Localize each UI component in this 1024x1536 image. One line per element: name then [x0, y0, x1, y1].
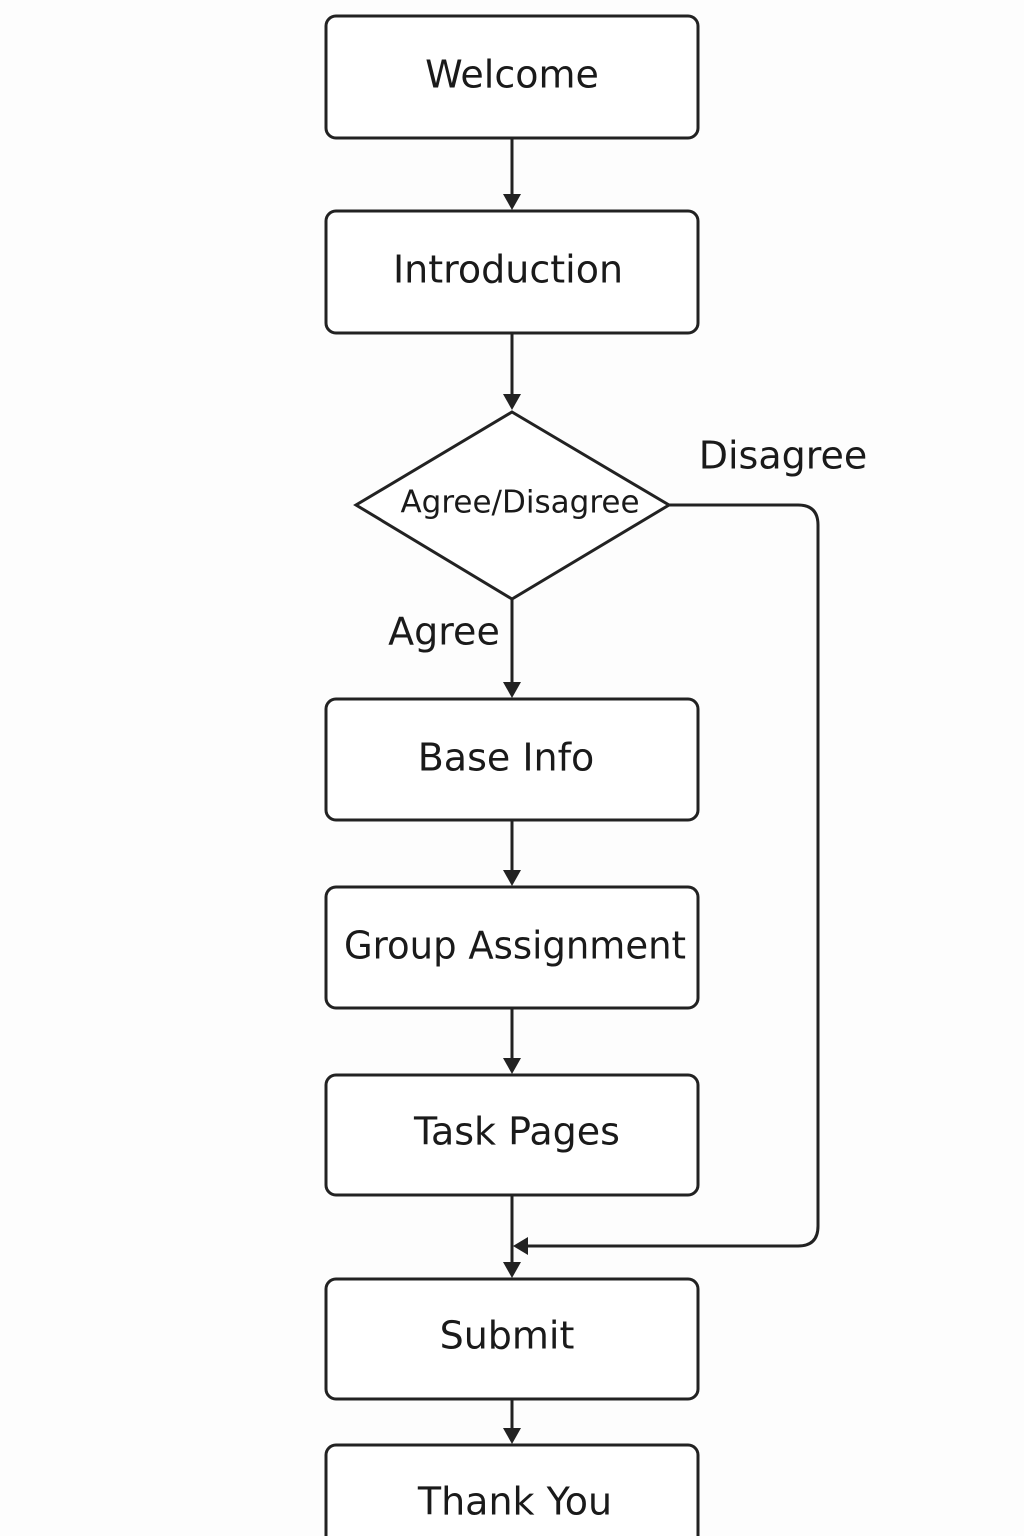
node-group-assignment-label: Group Assignment	[344, 924, 686, 968]
arrowhead-icon	[503, 1058, 521, 1074]
edge-label-agree: Agree	[388, 610, 500, 654]
node-introduction: Introduction	[324, 209, 700, 335]
node-thank-you: Thank You	[324, 1443, 700, 1536]
edge-label-disagree: Disagree	[699, 434, 868, 478]
arrowhead-icon	[503, 870, 521, 886]
node-welcome-label: Welcome	[425, 53, 599, 97]
node-decision-label: Agree/Disagree	[400, 485, 639, 521]
node-welcome: Welcome	[324, 14, 700, 140]
arrowhead-icon	[503, 1428, 521, 1444]
arrowhead-icon	[503, 1262, 521, 1278]
node-base-info-label: Base Info	[418, 736, 595, 780]
arrowhead-icon	[503, 682, 521, 698]
node-submit: Submit	[324, 1277, 700, 1401]
arrowhead-icon	[503, 394, 521, 410]
edge-decision-disagree-submit	[526, 503, 820, 1248]
node-submit-label: Submit	[440, 1314, 575, 1358]
arrowhead-icon	[503, 194, 521, 210]
node-decision: Agree/Disagree	[353, 410, 672, 601]
node-thank-you-label: Thank You	[417, 1480, 612, 1524]
node-task-pages-label: Task Pages	[413, 1110, 620, 1154]
arrowhead-icon	[513, 1237, 528, 1255]
node-introduction-label: Introduction	[393, 248, 623, 292]
connectors	[503, 138, 820, 1444]
node-base-info: Base Info	[324, 697, 700, 822]
node-task-pages: Task Pages	[324, 1073, 700, 1197]
node-group-assignment: Group Assignment	[324, 885, 700, 1010]
